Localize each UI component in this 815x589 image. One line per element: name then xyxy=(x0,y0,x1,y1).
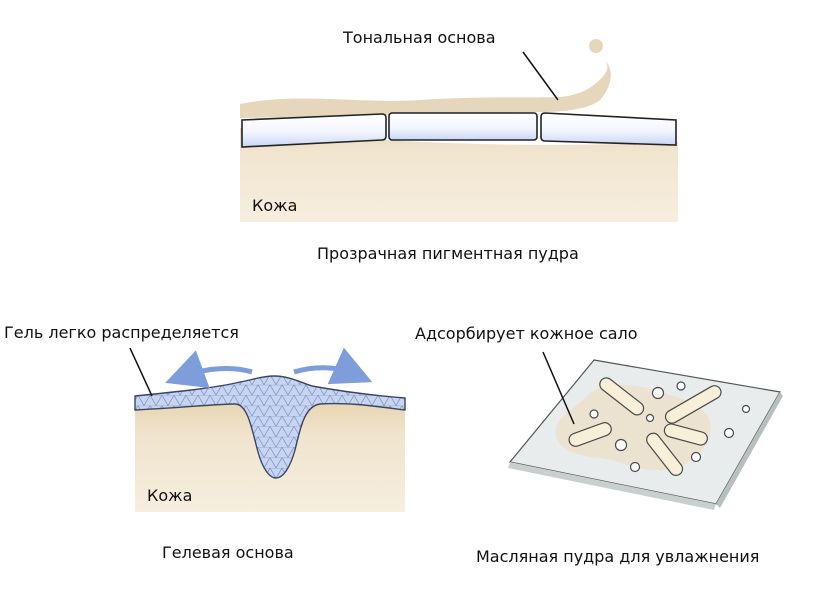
skin-layer xyxy=(240,128,678,222)
skin-label: Кожа xyxy=(252,196,298,215)
skin-label: Кожа xyxy=(147,486,193,505)
pigment-plate xyxy=(241,113,387,148)
powder-plate-side xyxy=(716,392,783,508)
sebum-callout: Адсорбирует кожное сало xyxy=(415,324,638,343)
sebum-area xyxy=(555,385,711,471)
powder-rods xyxy=(568,377,722,476)
spread-arrow-left xyxy=(165,350,253,388)
pigment-plate xyxy=(388,112,538,141)
powder-granules xyxy=(589,381,751,473)
spread-arrow-right xyxy=(293,347,373,385)
top-panel-art xyxy=(240,39,678,222)
bottom-right-panel-art xyxy=(508,351,783,510)
bottom-left-caption: Гелевая основа xyxy=(162,543,294,562)
bottom-left-panel-art xyxy=(129,347,406,512)
foundation-droplet xyxy=(589,39,603,53)
skin-layer xyxy=(135,403,405,512)
gel-layer xyxy=(134,375,406,479)
top-panel-caption: Прозрачная пигментная пудра xyxy=(317,244,579,263)
powder-plate-edge xyxy=(508,462,716,510)
pigment-plate xyxy=(540,112,677,146)
foundation-layer xyxy=(240,60,611,118)
gel-callout: Гель легко распределяется xyxy=(4,323,239,342)
callout-leader xyxy=(542,351,575,425)
foundation-callout: Тональная основа xyxy=(343,28,496,47)
callout-leader xyxy=(522,51,559,101)
bottom-right-caption: Масляная пудра для увлажнения xyxy=(476,547,760,566)
callout-leader xyxy=(129,347,153,397)
